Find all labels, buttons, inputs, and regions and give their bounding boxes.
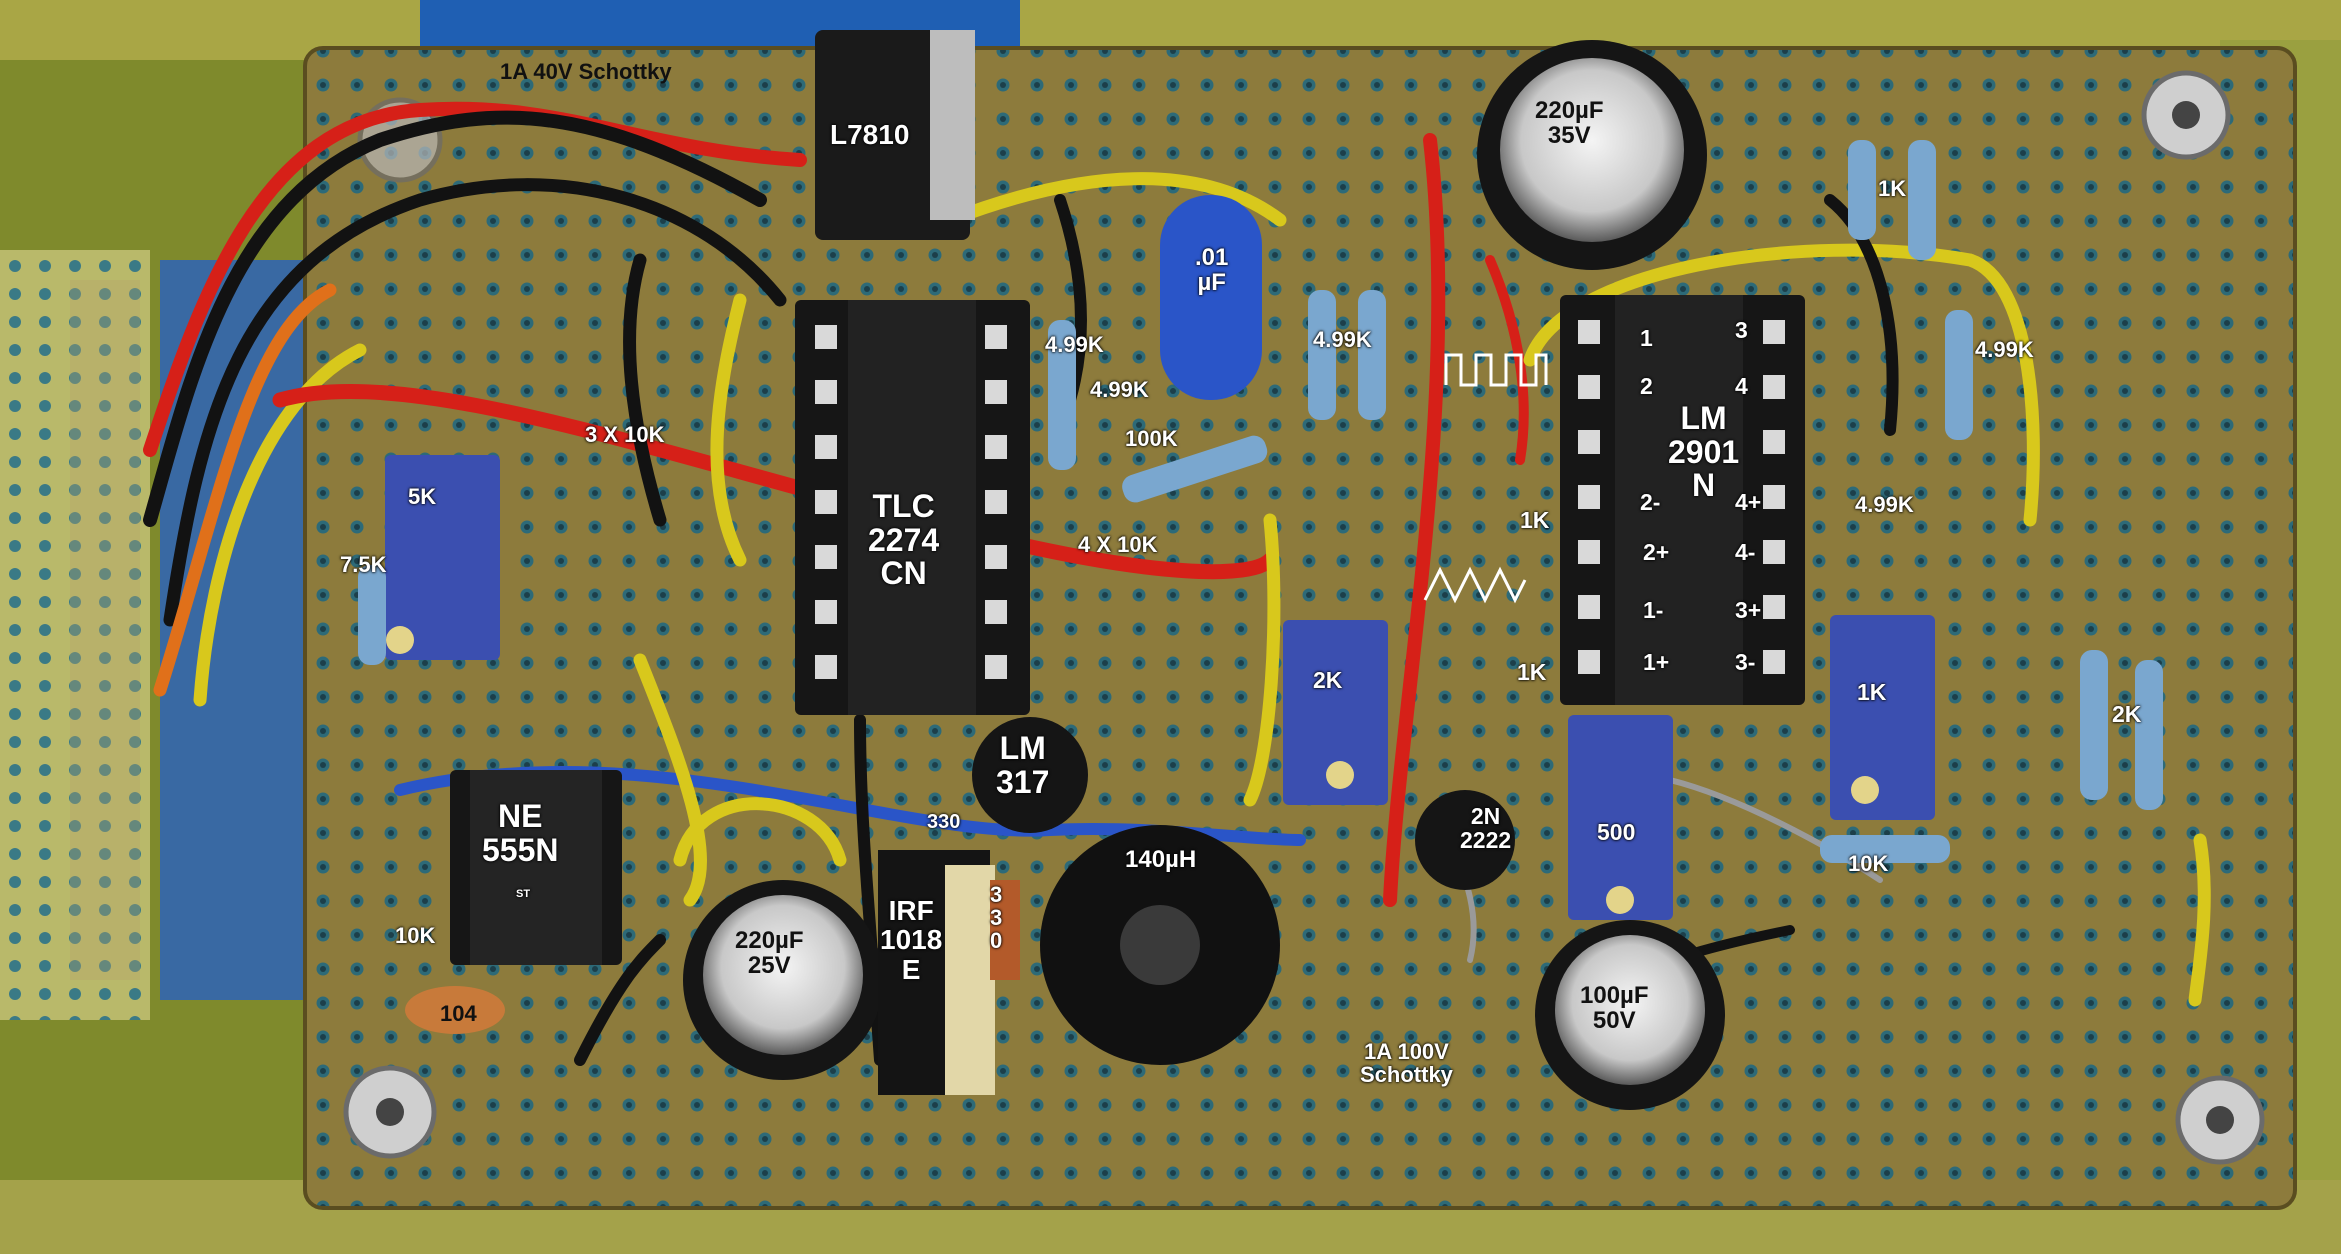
label-cap-220uf-25v: 220µF 25V [735, 927, 804, 980]
ic-pin [815, 490, 837, 514]
ic-pin [1578, 595, 1600, 619]
irf1018-mosfet [878, 850, 1020, 1095]
label-pin-3: 3 [1735, 317, 1748, 343]
trimpots [385, 455, 1935, 920]
label-res-1k-a: 1K [1520, 507, 1550, 533]
ic-pin [1763, 320, 1785, 344]
tlc2274-chip [795, 300, 1030, 715]
label-res-4-99k-d: 4.99K [1975, 337, 2034, 362]
inductor-140uh [1040, 825, 1280, 1065]
ic-pin [815, 545, 837, 569]
label-pin-2-minus: 2- [1640, 489, 1661, 515]
label-pot-2k: 2K [1313, 667, 1343, 693]
label-schottky-40v: 1A 40V Schottky [500, 59, 672, 84]
ic-pin [815, 655, 837, 679]
tlc2274-pins [815, 325, 1007, 679]
ic-pin [1578, 320, 1600, 344]
ic-pin [1763, 375, 1785, 399]
ic-pin [985, 435, 1007, 459]
l7810-regulator [815, 30, 975, 240]
label-res-1k-b: 1K [1517, 659, 1547, 685]
ic-pin [1763, 430, 1785, 454]
ic-pin [815, 380, 837, 404]
label-lm317: LM 317 [996, 730, 1050, 800]
label-res-4-99k-c: 4.99K [1313, 327, 1372, 352]
label-cap-220uf-35v: 220µF 35V [1535, 97, 1604, 150]
mounting-screws [343, 70, 2265, 1165]
square-wave-symbol [1444, 353, 1548, 387]
resistors [358, 140, 2163, 1034]
ic-pin [815, 435, 837, 459]
ic-pin [1578, 540, 1600, 564]
label-irf1018: IRF 1018 E [880, 895, 943, 985]
capacitor-220uf-25v [683, 880, 883, 1080]
ne555-chip [450, 770, 622, 965]
label-inductor-140uh: 140µH [1125, 846, 1197, 873]
ic-pin [985, 545, 1007, 569]
label-pin-1: 1 [1640, 325, 1653, 351]
lm2901-chip [1560, 295, 1805, 705]
label-lm2901: LM 2901 N [1668, 400, 1740, 504]
ic-pin [985, 490, 1007, 514]
label-pin-4-minus: 4- [1735, 539, 1756, 565]
ic-pin [1763, 595, 1785, 619]
ic-pin [1763, 650, 1785, 674]
capacitor-100uf-50v [1535, 920, 1725, 1110]
label-pin-3-minus: 3- [1735, 649, 1756, 675]
ic-pin [1763, 485, 1785, 509]
label-res-1k-top: 1K [1878, 176, 1907, 201]
label-pin-1-plus: 1+ [1643, 649, 1670, 675]
capacitor-220uf-35v [1477, 40, 1707, 270]
label-res-2k: 2K [2112, 701, 2142, 727]
label-res-10k-left: 10K [395, 923, 436, 948]
lm317-regulator [972, 717, 1088, 833]
ic-pin [985, 655, 1007, 679]
label-tlc2274: TLC 2274 CN [868, 488, 940, 592]
sawtooth-wave-symbol [1423, 566, 1527, 604]
ic-pin [1578, 430, 1600, 454]
label-cap-100uf-50v: 100µF 50V [1580, 982, 1649, 1035]
label-res-7-5k: 7.5K [340, 552, 387, 577]
capacitor-01uf [1160, 195, 1262, 400]
label-2n2222: 2N 2222 [1460, 803, 1512, 854]
ic-pin [985, 600, 1007, 624]
label-schottky-100v: 1A 100V Schottky [1360, 1039, 1453, 1088]
label-res-10k-right: 10K [1848, 851, 1889, 876]
ic-pin [815, 325, 837, 349]
label-res-100k: 100K [1125, 426, 1178, 451]
label-res-330-a: 330 [927, 811, 961, 833]
ic-pin [1763, 540, 1785, 564]
ic-pin [985, 380, 1007, 404]
label-pin-2-plus: 2+ [1643, 539, 1670, 565]
label-pot-1k: 1K [1857, 679, 1887, 705]
label-ne555-st: ST [516, 888, 531, 900]
label-pin-1-minus: 1- [1643, 597, 1664, 623]
label-ne555: NE 555N [482, 798, 559, 868]
label-res-3x10k: 3 X 10K [585, 422, 665, 447]
label-res-4-99k-e: 4.99K [1855, 492, 1914, 517]
ic-pin [1578, 485, 1600, 509]
transistor-2n2222 [1415, 790, 1515, 890]
label-res-330-b: 3 3 0 [990, 882, 1003, 954]
label-pot-5k: 5K [408, 484, 437, 509]
label-res-4-99k-b: 4.99K [1090, 377, 1149, 402]
label-l7810: L7810 [830, 119, 910, 150]
label-pin-3-plus: 3+ [1735, 597, 1762, 623]
label-pin-4-plus: 4+ [1735, 489, 1762, 515]
label-cap-104: 104 [440, 1001, 477, 1026]
ic-pin [1578, 650, 1600, 674]
label-pot-500: 500 [1597, 819, 1636, 845]
ic-pin [1578, 375, 1600, 399]
ic-pin [815, 600, 837, 624]
left-connector-board [0, 250, 150, 1020]
label-res-4x10k: 4 X 10K [1078, 532, 1158, 557]
label-res-4-99k-a: 4.99K [1045, 332, 1104, 357]
label-pin-2: 2 [1640, 373, 1653, 399]
label-pin-4: 4 [1735, 373, 1748, 399]
label-cap-01uf: .01 µF [1195, 244, 1229, 297]
lm2901-pins [1578, 320, 1785, 674]
ic-pin [985, 325, 1007, 349]
